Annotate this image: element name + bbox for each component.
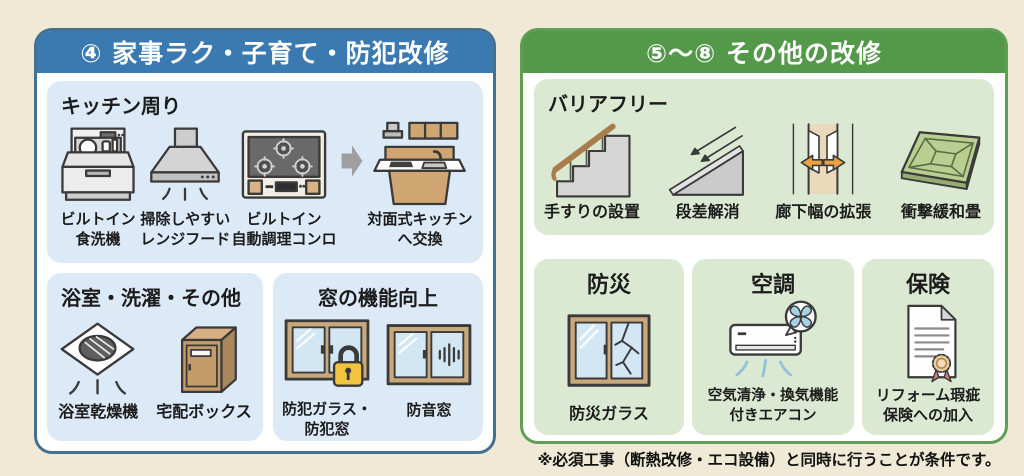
right-panel-header: ⑤〜⑧ その他の改修 — [523, 31, 1005, 73]
corridor-width-icon — [787, 117, 859, 199]
section-bosai-label: 防災ガラス — [569, 404, 649, 424]
tatami-icon — [898, 117, 984, 199]
item-label: 段差解消 — [675, 202, 740, 221]
section-bosai: 防災 防災ガラス — [534, 259, 684, 435]
section-barrier-free: バリアフリー 手すりの設置 — [534, 79, 994, 235]
stove-icon — [239, 119, 329, 207]
section-kucho: 空調 空気清浄・換気機能 付きエアコ — [692, 259, 854, 435]
section-kucho-title: 空調 — [750, 273, 795, 298]
counter-kitchen-icon — [367, 119, 473, 207]
section-hoken-label: リフォーム瑕疵 保険への加入 — [875, 385, 981, 424]
item-label: 防音窓 — [406, 400, 452, 419]
barrier-item-tatami: 衝撃緩和畳 — [898, 117, 984, 223]
section-window-title: 窓の機能向上 — [318, 286, 438, 310]
item-label: 手すりの設置 — [544, 202, 641, 221]
section-kitchen: キッチン周り — [47, 81, 483, 263]
soundproof-window-icon — [384, 316, 474, 398]
item-label: 浴室乾燥機 — [58, 402, 139, 421]
item-label: ビルトイン 自動調理コンロ — [231, 210, 337, 248]
insurance-document-icon — [891, 299, 965, 385]
item-label: 防犯ガラス・ 防犯窓 — [282, 400, 372, 438]
section-hoken-title: 保険 — [905, 273, 950, 298]
section-window: 窓の機能向上 防犯ガ — [273, 273, 483, 441]
section-kucho-label: 空気清浄・換気機能 付きエアコン — [707, 388, 839, 424]
barrier-item-corridor: 廊下幅の拡張 — [775, 117, 871, 223]
kitchen-item-dishwasher: ビルトイン 食洗機 — [57, 119, 139, 249]
window-item-security: 防犯ガラス・ 防犯窓 — [282, 315, 372, 439]
bath-item-delivery-box: 宅配ボックス — [156, 313, 252, 423]
kitchen-item-counter: 対面式キッチン へ交換 — [367, 119, 473, 249]
window-item-soundproof: 防音窓 — [384, 316, 474, 440]
barrier-item-ramp: 段差解消 — [667, 117, 749, 223]
bath-item-dryer: 浴室乾燥機 — [58, 313, 138, 423]
item-label: 衝撃緩和畳 — [900, 202, 981, 221]
item-label: 対面式キッチン へ交換 — [367, 210, 473, 248]
bath-dryer-icon — [58, 313, 138, 399]
right-panel: ⑤〜⑧ その他の改修 バリアフリー 手すりの設置 — [520, 28, 1008, 444]
item-label: 掃除しやすい レンジフード — [140, 210, 231, 248]
section-hoken: 保険 リフォーム瑕疵 保険への加入 — [862, 259, 994, 435]
barrier-item-handrail: 手すりの設置 — [544, 117, 640, 223]
section-kitchen-title: キッチン周り — [61, 94, 181, 118]
item-label: 廊下幅の拡張 — [775, 202, 872, 221]
disaster-glass-icon — [563, 299, 655, 403]
security-window-icon — [282, 315, 372, 397]
item-label: 宅配ボックス — [156, 402, 252, 421]
ramp-icon — [667, 117, 749, 199]
left-panel-header: ④ 家事ラク・子育て・防犯改修 — [37, 31, 493, 73]
section-bath-title: 浴室・洗濯・その他 — [61, 286, 241, 310]
kitchen-item-stove: ビルトイン 自動調理コンロ — [231, 119, 337, 249]
section-bath: 浴室・洗濯・その他 浴室乾燥機 — [47, 273, 263, 441]
handrail-stairs-icon — [551, 117, 633, 199]
kitchen-item-range-hood: 掃除しやすい レンジフード — [140, 119, 230, 249]
left-panel: ④ 家事ラク・子育て・防犯改修 キッチン周り — [34, 28, 496, 454]
arrow-right-icon — [338, 135, 366, 187]
item-label: ビルトイン 食洗機 — [60, 210, 136, 248]
section-barrier-free-title: バリアフリー — [548, 92, 668, 116]
air-conditioner-icon — [723, 299, 823, 387]
section-bosai-title: 防災 — [586, 273, 631, 298]
range-hood-icon — [144, 119, 226, 207]
dishwasher-icon — [57, 119, 139, 207]
delivery-box-icon — [166, 313, 242, 399]
condition-note: ※必須工事（断熱改修・エコ設備）と同時に行うことが条件です。 — [537, 451, 1001, 469]
